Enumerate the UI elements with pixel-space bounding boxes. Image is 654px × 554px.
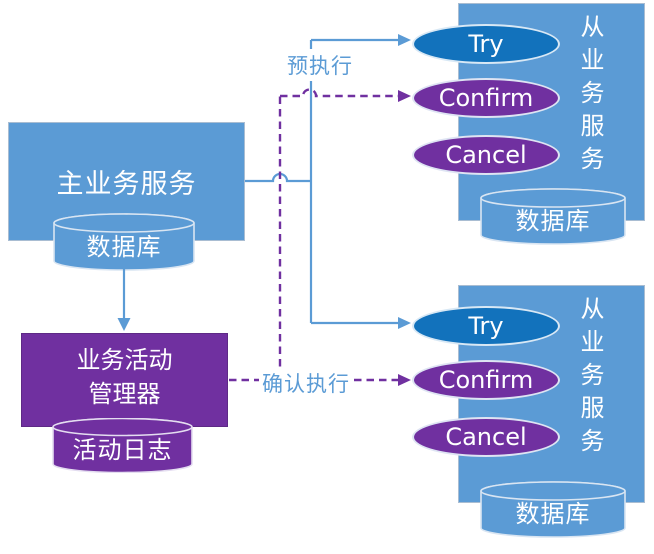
try-label: Try [468, 30, 504, 58]
main-database-label: 数据库 [86, 232, 162, 261]
cylinder-shape-icon [53, 213, 195, 271]
secondary-database-cylinder: 数据库 [480, 481, 626, 538]
confirm-execute-label: 确认执行 [259, 367, 353, 399]
activity-log-cylinder: 活动日志 [52, 418, 193, 473]
secondary-service-title: 从业务服务 [576, 14, 604, 179]
secondary-database-cylinder: 数据库 [480, 188, 626, 245]
try-ellipse: Try [412, 306, 560, 346]
edge-to-confirm-top [280, 88, 400, 98]
secondary-database-label: 数据库 [515, 500, 591, 528]
cancel-ellipse: Cancel [412, 135, 560, 175]
try-ellipse: Try [412, 24, 560, 64]
try-label: Try [468, 312, 504, 340]
pre-execute-label: 预执行 [284, 49, 356, 81]
secondary-service-group-bottom: 从业务服务 Try Confirm Cancel 数据库 [412, 285, 654, 538]
activity-manager-label-line1: 业务活动 [76, 346, 173, 374]
arrowhead-confirm-top-icon [398, 90, 411, 102]
secondary-service-title: 从业务服务 [576, 296, 604, 461]
activity-manager-box: 业务活动 管理器 [21, 333, 228, 427]
activity-log-label: 活动日志 [72, 436, 173, 464]
confirm-ellipse: Confirm [412, 78, 560, 118]
cancel-ellipse: Cancel [412, 417, 560, 457]
arrowhead-try-top-icon [398, 34, 411, 46]
confirm-label: Confirm [438, 84, 534, 112]
cylinder-shape-icon [480, 481, 626, 538]
main-service-label: 主业务服务 [56, 169, 197, 200]
confirm-ellipse: Confirm [412, 360, 560, 400]
secondary-database-label: 数据库 [515, 207, 591, 235]
cancel-label: Cancel [445, 423, 527, 451]
edge-main-to-branch [245, 172, 311, 183]
cancel-label: Cancel [445, 141, 527, 169]
arrowhead-confirm-bottom-icon [398, 374, 411, 386]
secondary-service-group-top: 从业务服务 Try Confirm Cancel 数据库 [412, 3, 654, 253]
cylinder-shape-icon [480, 188, 626, 245]
activity-manager-label-line2: 管理器 [88, 380, 161, 408]
arrowhead-try-bottom-icon [398, 317, 411, 329]
cylinder-shape-icon [52, 418, 193, 473]
main-database-cylinder: 数据库 [53, 213, 195, 271]
confirm-label: Confirm [438, 366, 534, 394]
arrowhead-down-icon [117, 318, 131, 331]
